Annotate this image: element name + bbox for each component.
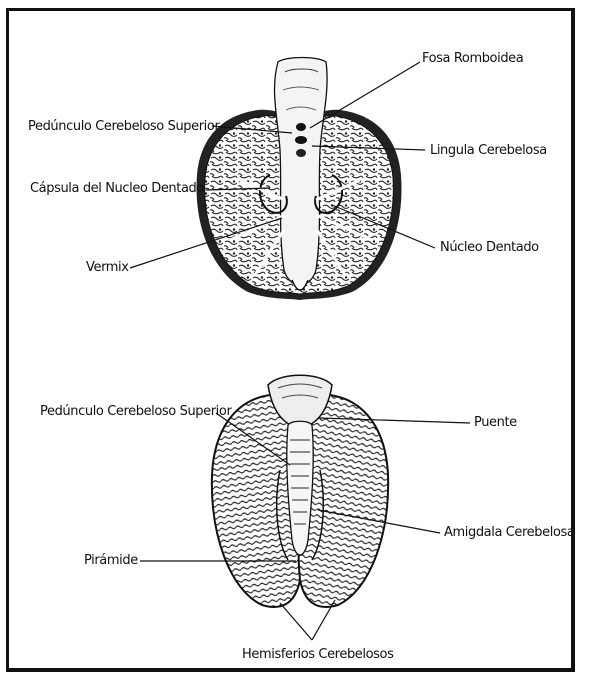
label-pedunculo-superior-bottom: Pedúnculo Cerebeloso Superior bbox=[40, 404, 231, 420]
label-piramide: Pirámide bbox=[84, 553, 138, 569]
label-lingula-cerebelosa: Lingula Cerebelosa bbox=[430, 143, 547, 159]
label-fosa-romboidea: Fosa Romboidea bbox=[422, 51, 523, 67]
label-pedunculo-superior-top: Pedúnculo Cerebeloso Superior bbox=[28, 119, 219, 135]
leader-hemisferios-left bbox=[280, 603, 312, 640]
cerebellum-section-figure bbox=[197, 58, 402, 301]
label-hemisferios-cerebelosos: Hemisferios Cerebelosos bbox=[242, 647, 393, 663]
label-capsula-nucleo-dentado: Cápsula del Nucleo Dentado bbox=[30, 181, 204, 197]
label-puente: Puente bbox=[474, 415, 517, 431]
label-nucleo-dentado: Núcleo Dentado bbox=[440, 240, 539, 256]
cerebellum-inferior-figure bbox=[212, 375, 388, 607]
label-vermix: Vermix bbox=[86, 260, 129, 276]
label-amigdala-cerebelosa: Amigdala Cerebelosa bbox=[444, 525, 574, 541]
